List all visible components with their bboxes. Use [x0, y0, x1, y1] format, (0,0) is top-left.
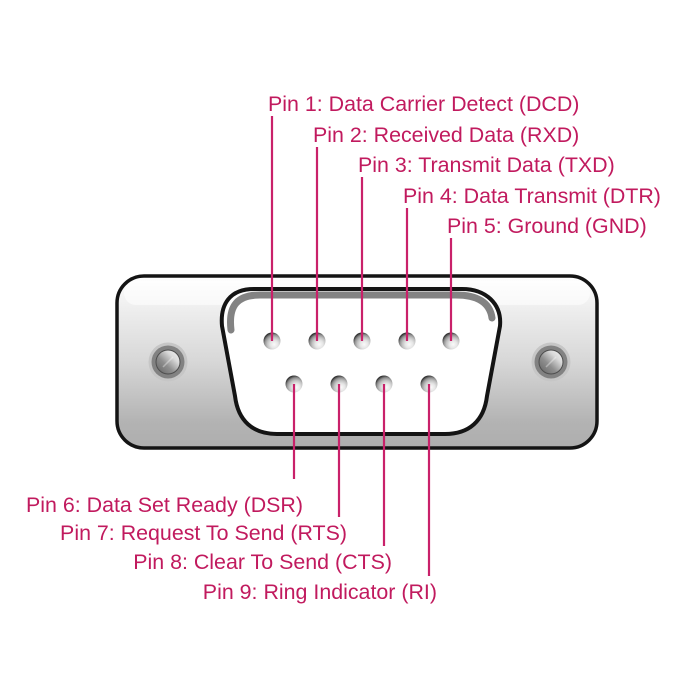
d-sub-opening	[219, 287, 503, 436]
screw-highlight	[545, 356, 557, 368]
pin-label-6: Pin 6: Data Set Ready (DSR)	[26, 493, 303, 517]
pin-labels: Pin 1: Data Carrier Detect (DCD) Pin 2: …	[26, 92, 661, 604]
pin-label-2: Pin 2: Received Data (RXD)	[313, 123, 579, 147]
d-sub-outline	[219, 287, 503, 436]
leader-lines	[270, 116, 453, 576]
screw-head	[155, 349, 181, 375]
screw-head	[538, 349, 564, 375]
pin-label-1: Pin 1: Data Carrier Detect (DCD)	[268, 92, 579, 116]
screw-highlight	[162, 356, 174, 368]
pin-label-4: Pin 4: Data Transmit (DTR)	[403, 184, 661, 208]
pin-label-8: Pin 8: Clear To Send (CTS)	[133, 550, 392, 574]
pin-label-5: Pin 5: Ground (GND)	[447, 214, 647, 238]
pin-label-7: Pin 7: Request To Send (RTS)	[60, 521, 347, 545]
screw-hole-right-icon	[531, 342, 571, 382]
d-sub-inner-shadow	[226, 291, 496, 334]
pin-label-9: Pin 9: Ring Indicator (RI)	[203, 580, 437, 604]
pin-label-3: Pin 3: Transmit Data (TXD)	[358, 153, 615, 177]
screw-hole-left-icon	[148, 342, 188, 382]
